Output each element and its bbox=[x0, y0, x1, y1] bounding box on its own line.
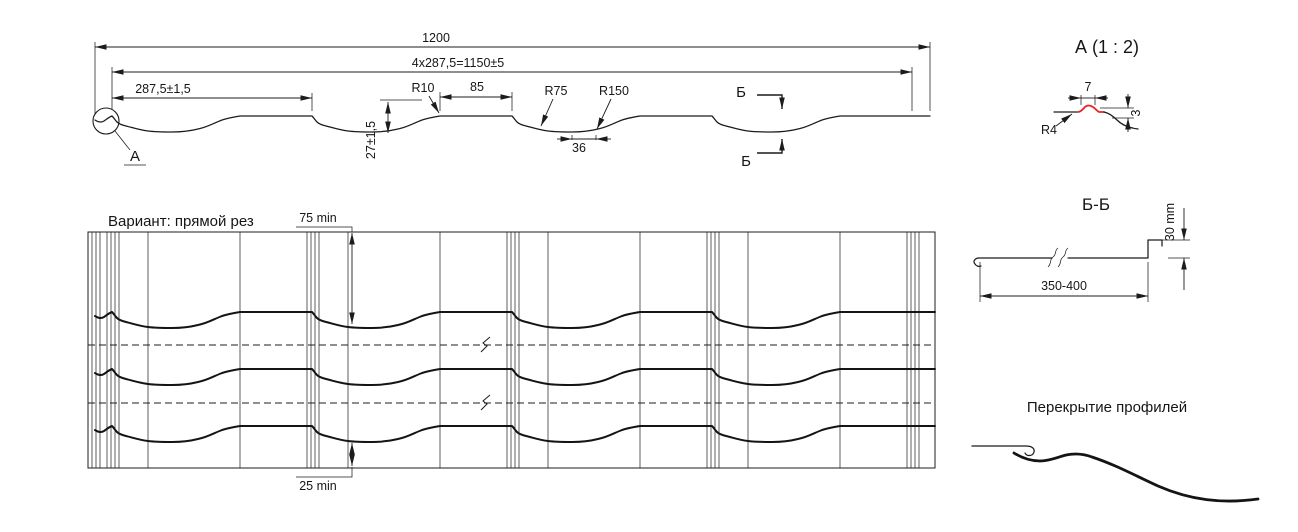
wave-row-3 bbox=[94, 425, 936, 443]
section-bb-dim-length-text: 350-400 bbox=[1041, 279, 1087, 293]
overlap-lower-sheet bbox=[1012, 451, 1260, 503]
radius-text-r75: R75 bbox=[545, 84, 568, 98]
dim-text-module: 4x287,5=1150±5 bbox=[412, 56, 505, 70]
detail-a-accent-curve bbox=[1077, 104, 1105, 113]
section-bb-dim30-text: 30 mm bbox=[1163, 203, 1177, 241]
extension-lines bbox=[94, 42, 931, 140]
wave-row-2 bbox=[94, 368, 936, 386]
section-label-bottom: Б bbox=[741, 153, 751, 170]
section-bb-break-mark bbox=[1047, 247, 1069, 268]
detail-callout-label: А bbox=[130, 148, 140, 165]
dim-text-1200: 1200 bbox=[422, 31, 450, 45]
detail-a-title: А (1 : 2) bbox=[1075, 37, 1139, 57]
dim-text-crest: 85 bbox=[470, 80, 484, 94]
detail-a-r4-text: R4 bbox=[1041, 123, 1057, 137]
overlap-upper-sheet bbox=[971, 445, 1035, 457]
leader-r150 bbox=[596, 98, 612, 130]
plan-view: Вариант: прямой рез 75 min 25 min bbox=[87, 211, 936, 493]
overlap-view: Перекрытие профилей bbox=[971, 399, 1260, 503]
dim-bottom-offset-text: 25 min bbox=[299, 479, 337, 493]
break-mark-1 bbox=[480, 336, 491, 353]
section-bb-title: Б-Б bbox=[1082, 195, 1110, 214]
profile-cross-section-line bbox=[94, 115, 931, 133]
leader-r75 bbox=[540, 98, 554, 127]
section-label-top: Б bbox=[736, 84, 746, 101]
detail-callout-leader bbox=[114, 130, 131, 151]
section-bb-outline bbox=[973, 239, 1163, 268]
dim-text-step: 287,5±1,5 bbox=[135, 82, 191, 96]
overlap-title: Перекрытие профилей bbox=[1027, 399, 1187, 416]
section-mark-bottom bbox=[757, 139, 785, 154]
section-bb-dim30-ticks bbox=[1152, 239, 1190, 259]
detail-a-dim7-text: 7 bbox=[1085, 80, 1092, 94]
plan-view-title: Вариант: прямой рез bbox=[108, 213, 254, 230]
dim-top-offset-leader bbox=[296, 226, 353, 232]
detail-callout-circle bbox=[92, 107, 120, 135]
detail-a-view: А (1 : 2) 7 3 R4 bbox=[1041, 37, 1143, 137]
detail-a-dim7-ext bbox=[1080, 95, 1096, 105]
dim-bottom-offset-leader bbox=[296, 467, 353, 478]
dim-text-valley: 36 bbox=[572, 141, 586, 155]
radius-text-r150: R150 bbox=[599, 84, 629, 98]
groove-lines bbox=[91, 232, 920, 468]
main-profile-view: 1200 4x287,5=1150±5 287,5±1,5 R10 85 R75… bbox=[92, 31, 931, 170]
section-mark-top bbox=[757, 94, 785, 109]
dim-text-height: 27±1,5 bbox=[364, 121, 378, 159]
leader-r10 bbox=[428, 95, 440, 114]
dim-top-offset-text: 75 min bbox=[299, 211, 337, 225]
sheet-outline bbox=[87, 231, 936, 469]
section-bb-view: Б-Б 350-400 30 mm bbox=[973, 195, 1190, 302]
detail-a-dim3-text: 3 bbox=[1129, 109, 1143, 116]
wave-row-1 bbox=[94, 310, 936, 329]
radius-text-r10: R10 bbox=[412, 81, 435, 95]
break-mark-2 bbox=[480, 394, 491, 411]
detail-a-r4-leader bbox=[1055, 113, 1073, 127]
